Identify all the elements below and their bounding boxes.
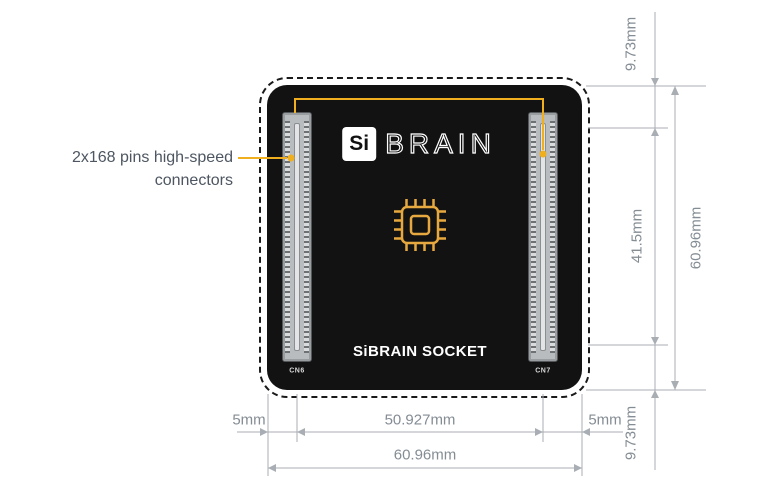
dim-right-margin: 5mm	[588, 411, 622, 429]
dim-connector-spacing: 50.927mm	[384, 411, 456, 429]
logo-si-mark: Si	[342, 127, 377, 161]
annotation-dot-left	[287, 154, 295, 162]
dim-board-height: 60.96mm	[687, 206, 705, 270]
connector-label-cn7: CN7	[535, 367, 551, 375]
sibrain-logo: Si BRAIN	[342, 127, 496, 161]
sibrain-board: CN6 CN7 Si BRAIN SiBRAIN SOCKET	[267, 85, 582, 390]
arrowhead	[574, 464, 582, 472]
connector-slot	[294, 123, 300, 351]
connector-cn6	[282, 112, 312, 362]
arrowhead	[535, 428, 543, 436]
arrowhead	[582, 428, 590, 436]
arrowhead	[651, 390, 659, 398]
dim-connector-height: 41.5mm	[628, 208, 646, 264]
dim-top-offset: 9.73mm	[622, 16, 640, 72]
arrowhead	[671, 381, 679, 390]
socket-title: SiBRAIN SOCKET	[353, 343, 487, 360]
arrowhead	[651, 128, 659, 136]
annotation-dot-right	[539, 150, 547, 158]
dim-board-width: 60.96mm	[393, 446, 457, 464]
arrowhead	[268, 464, 276, 472]
annotation-line2: connectors	[154, 172, 233, 189]
arrowhead	[260, 428, 268, 436]
connector-pins-right	[304, 121, 309, 353]
dim-left-margin: 5mm	[232, 411, 266, 429]
connector-pins-left	[285, 121, 290, 353]
socket-dashed-outline	[259, 77, 590, 398]
connector-label-cn6: CN6	[289, 367, 305, 375]
annotation-line1: 2x168 pins high-speed	[71, 149, 233, 166]
connector-bracket-line	[294, 98, 544, 150]
logo-brain-text: BRAIN	[385, 127, 496, 159]
chip-icon	[394, 199, 446, 251]
arrowhead	[297, 428, 305, 436]
arrowhead	[651, 337, 659, 345]
connector-pins-left	[531, 121, 536, 353]
connector-annotation: 2x168 pins high-speed connectors	[28, 146, 233, 192]
dim-bottom-offset: 9.73mm	[622, 405, 640, 461]
arrowhead	[651, 78, 659, 86]
connector-pins-right	[550, 121, 555, 353]
arrowhead	[671, 86, 679, 95]
